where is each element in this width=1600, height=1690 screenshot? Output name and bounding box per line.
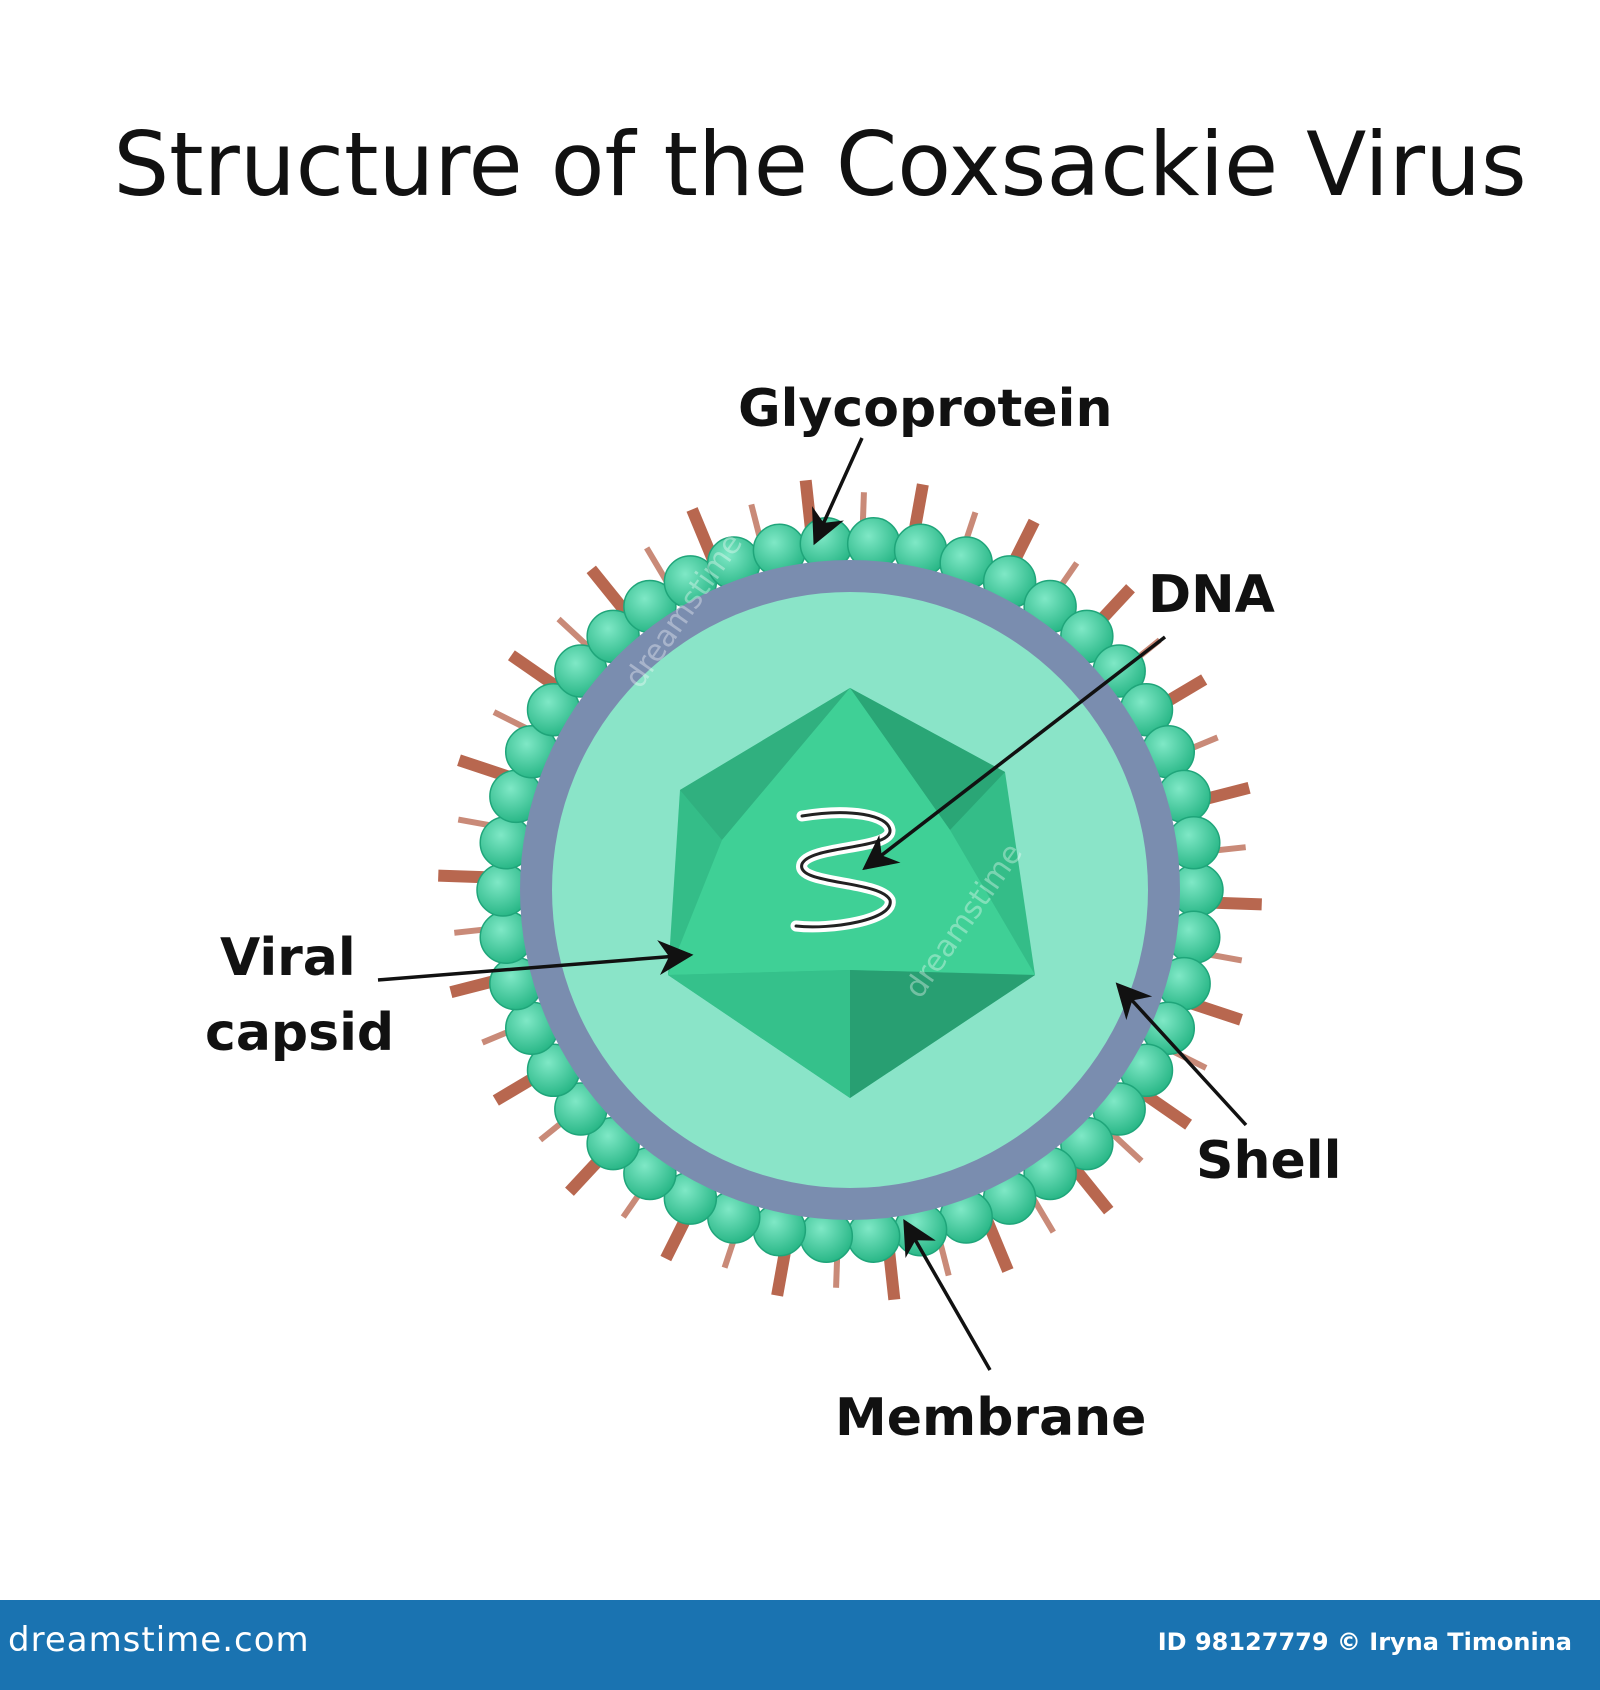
page-title: Structure of the Coxsackie Virus (113, 113, 1526, 216)
label-membrane: Membrane (835, 1388, 1146, 1448)
label-viral: Viral (220, 928, 356, 988)
label-shell: Shell (1196, 1131, 1341, 1191)
watermark-footer-bar: dreamstime.com ID 98127779 © Iryna Timon… (0, 1600, 1600, 1690)
label-glycoprotein: Glycoprotein (738, 379, 1113, 439)
dna-coil (790, 807, 896, 933)
label-dna: DNA (1148, 565, 1275, 625)
viral-capsid (668, 688, 1035, 1098)
footer-id-credit: ID 98127779 © Iryna Timonina (1157, 1628, 1572, 1656)
label-capsid: capsid (205, 1003, 394, 1063)
glycoprotein-arrow (812, 437, 864, 546)
footer-brand: dreamstime.com (8, 1620, 310, 1660)
viral-capsid-arrow (377, 940, 694, 982)
callout-arrows (377, 437, 1248, 1371)
membrane-arrow (903, 1218, 992, 1371)
dna-arrow (862, 635, 1167, 871)
shell-arrow (1115, 982, 1248, 1127)
virus-diagram: Structure of the Coxsackie Virus dreamst… (113, 113, 1526, 1448)
